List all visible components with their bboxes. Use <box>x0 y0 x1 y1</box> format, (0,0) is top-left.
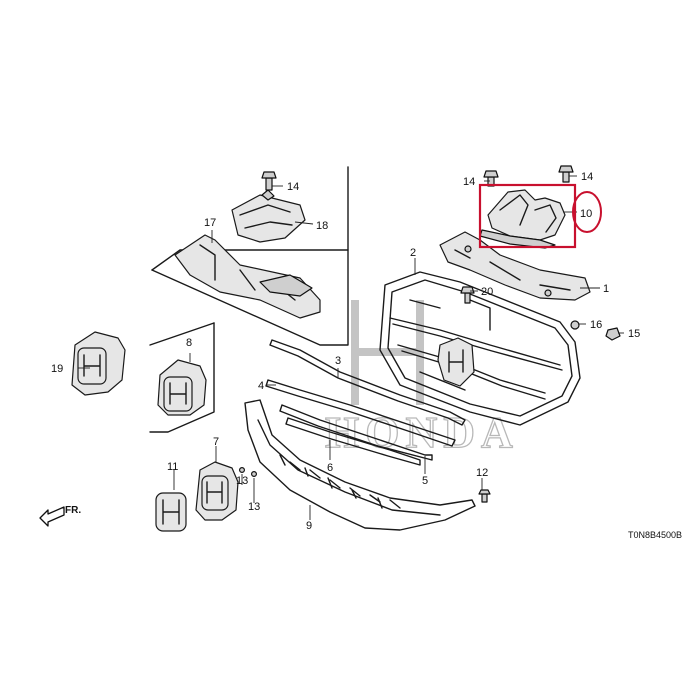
callout-labels: 1 2 3 4 5 6 7 8 9 10 11 12 13 13 14 14 1… <box>51 171 640 532</box>
callout-20: 20 <box>481 286 493 298</box>
honda-emblem-icon <box>169 382 187 405</box>
callout-17: 17 <box>204 217 216 229</box>
callout-5: 5 <box>422 475 428 487</box>
emblem-11 <box>155 492 187 532</box>
watermark-text: HONDA <box>325 408 519 457</box>
callout-14-b: 14 <box>463 176 475 188</box>
lower-grille <box>244 399 476 531</box>
callout-2: 2 <box>410 247 416 259</box>
grille-upper-bracket <box>479 165 574 249</box>
emblem-assembly-19 <box>71 331 126 396</box>
callout-14-c: 14 <box>581 171 593 183</box>
inset-frames <box>149 166 349 433</box>
honda-emblem-icon <box>83 354 101 377</box>
callout-14-a: 14 <box>287 181 299 193</box>
callout-13-a: 13 <box>236 475 248 487</box>
callout-15: 15 <box>628 328 640 340</box>
front-direction-label: FR. <box>65 505 81 516</box>
callout-7: 7 <box>213 436 219 448</box>
fasteners <box>239 286 621 503</box>
callout-18: 18 <box>316 220 328 232</box>
emblem-assembly-8 <box>157 359 207 416</box>
callout-16: 16 <box>590 319 602 331</box>
callout-12: 12 <box>476 467 488 479</box>
callout-8: 8 <box>186 337 192 349</box>
front-direction-arrow-icon <box>39 506 65 527</box>
callout-9: 9 <box>306 520 312 532</box>
part-10-highlight-ring <box>572 191 602 233</box>
front-grille <box>379 271 581 426</box>
callout-11: 11 <box>167 461 178 473</box>
callout-3: 3 <box>335 355 341 367</box>
honda-emblem-icon <box>162 499 180 525</box>
callout-19: 19 <box>51 363 63 375</box>
emblem-assembly-7 <box>195 461 239 521</box>
callout-6: 6 <box>327 462 333 474</box>
callout-13-b: 13 <box>248 501 260 513</box>
grille-moldings <box>265 339 466 466</box>
front-direction-indicator: FR. <box>39 505 81 527</box>
callout-1: 1 <box>603 283 609 295</box>
callout-4: 4 <box>258 380 264 392</box>
part-10-highlight-box <box>478 183 577 249</box>
diagram-code: T0N8B4500B <box>628 530 682 540</box>
callout-10: 10 <box>580 208 592 220</box>
honda-emblem-icon <box>206 481 223 504</box>
upper-bracket-assembly <box>174 171 321 319</box>
